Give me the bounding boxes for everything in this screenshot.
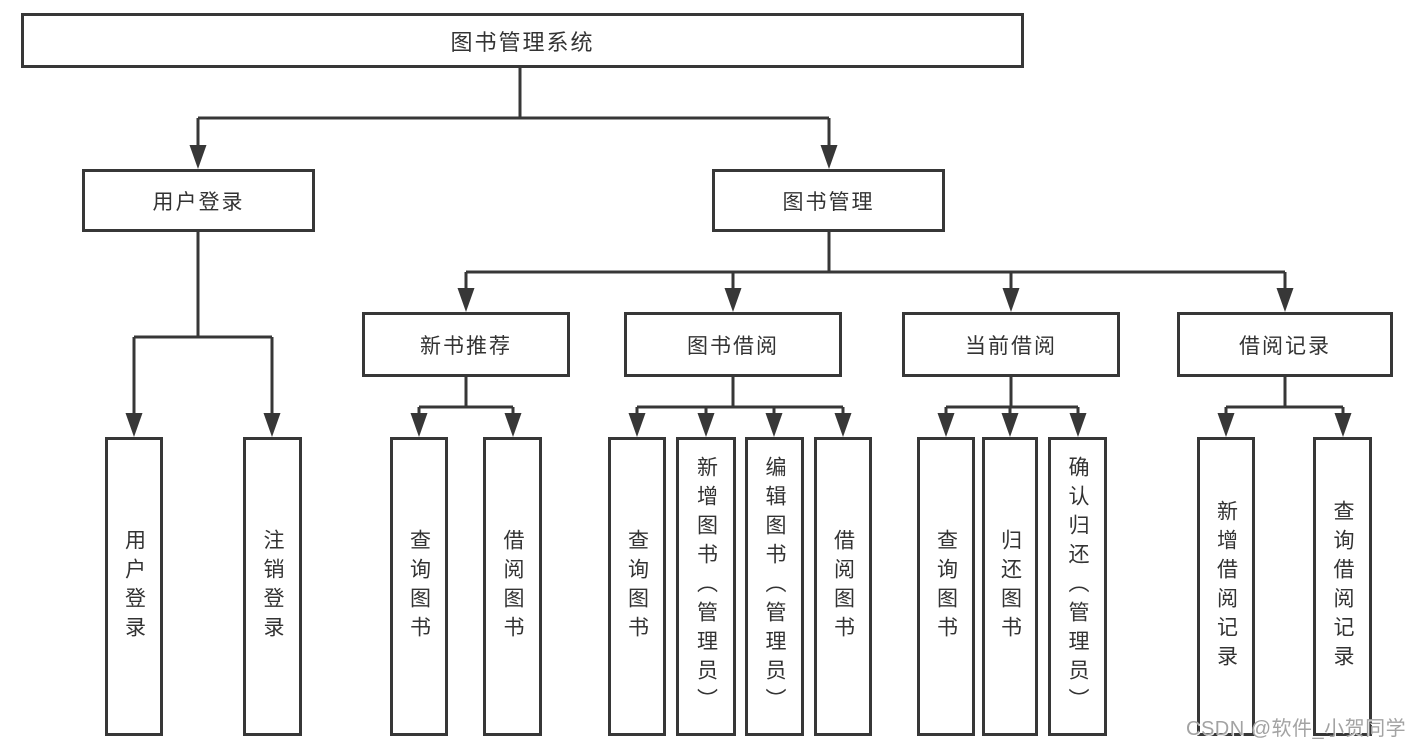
arrowhead-icon <box>724 288 742 312</box>
node-root: 图书管理系统 <box>21 13 1024 68</box>
leaf-logout: 注销登录 <box>243 437 302 736</box>
arrowhead-icon <box>410 413 428 437</box>
leaf-query-book: 查询图书 <box>390 437 448 736</box>
arrowhead-icon <box>834 413 852 437</box>
leaf-add-borrow-record-label: 新增借阅记录 <box>1214 499 1238 674</box>
arrowhead-icon <box>820 145 838 169</box>
node-user-login: 用户登录 <box>82 169 315 232</box>
node-borrow-records: 借阅记录 <box>1177 312 1393 377</box>
arrowhead-icon <box>1001 413 1019 437</box>
arrowhead-icon <box>1069 413 1087 437</box>
leaf-return-book: 归还图书 <box>982 437 1038 736</box>
arrowhead-icon <box>1002 288 1020 312</box>
leaf-edit-book-admin-label: 编辑图书（管理员） <box>763 456 786 717</box>
arrowhead-icon <box>125 413 143 437</box>
node-user-login-label: 用户登录 <box>152 190 245 214</box>
node-current-borrow-label: 当前借阅 <box>965 334 1057 358</box>
leaf-query-book-2-label: 查询图书 <box>625 528 649 645</box>
leaf-edit-book-admin: 编辑图书（管理员） <box>745 437 804 736</box>
leaf-borrow-book-2-label: 借阅图书 <box>831 528 855 645</box>
leaf-borrow-book-label: 借阅图书 <box>501 528 524 645</box>
leaf-user-login-label: 用户登录 <box>122 528 146 645</box>
arrowhead-icon <box>628 413 646 437</box>
arrowhead-icon <box>1276 288 1294 312</box>
node-new-book-recommend-label: 新书推荐 <box>420 334 512 358</box>
connector-path <box>132 68 1345 418</box>
leaf-query-book-2: 查询图书 <box>608 437 666 736</box>
node-book-borrow: 图书借阅 <box>624 312 842 377</box>
csdn-watermark: CSDN @软件_小贺同学 <box>1186 718 1405 740</box>
leaf-add-book-admin: 新增图书（管理员） <box>676 437 736 736</box>
leaf-query-book-label: 查询图书 <box>407 528 431 645</box>
leaf-return-book-label: 归还图书 <box>998 528 1022 645</box>
arrowhead-icon <box>504 413 522 437</box>
node-new-book-recommend: 新书推荐 <box>362 312 570 377</box>
node-borrow-records-label: 借阅记录 <box>1239 334 1331 358</box>
leaf-add-book-admin-label: 新增图书（管理员） <box>694 456 718 717</box>
leaf-user-login: 用户登录 <box>105 437 163 736</box>
node-root-label: 图书管理系统 <box>450 29 595 55</box>
arrowhead-icon <box>457 288 475 312</box>
leaf-query-book-3: 查询图书 <box>917 437 975 736</box>
leaf-borrow-book: 借阅图书 <box>483 437 542 736</box>
arrowhead-icon <box>1217 413 1235 437</box>
node-book-management-label: 图书管理 <box>782 190 875 214</box>
arrowhead-icon <box>765 413 783 437</box>
leaf-query-book-3-label: 查询图书 <box>934 528 958 645</box>
arrowhead-icon <box>189 145 207 169</box>
node-current-borrow: 当前借阅 <box>902 312 1120 377</box>
leaf-confirm-return-admin: 确认归还（管理员） <box>1048 437 1107 736</box>
leaf-borrow-book-2: 借阅图书 <box>814 437 872 736</box>
leaf-logout-label: 注销登录 <box>261 528 284 645</box>
leaf-query-borrow-record: 查询借阅记录 <box>1313 437 1372 736</box>
arrowhead-icon <box>263 413 281 437</box>
arrowhead-icon <box>937 413 955 437</box>
leaf-confirm-return-admin-label: 确认归还（管理员） <box>1066 456 1089 717</box>
node-book-management: 图书管理 <box>712 169 945 232</box>
arrowhead-icon <box>1334 413 1352 437</box>
leaf-add-borrow-record: 新增借阅记录 <box>1197 437 1255 736</box>
node-book-borrow-label: 图书借阅 <box>687 334 779 358</box>
arrowhead-icon <box>697 413 715 437</box>
leaf-query-borrow-record-label: 查询借阅记录 <box>1331 499 1354 674</box>
